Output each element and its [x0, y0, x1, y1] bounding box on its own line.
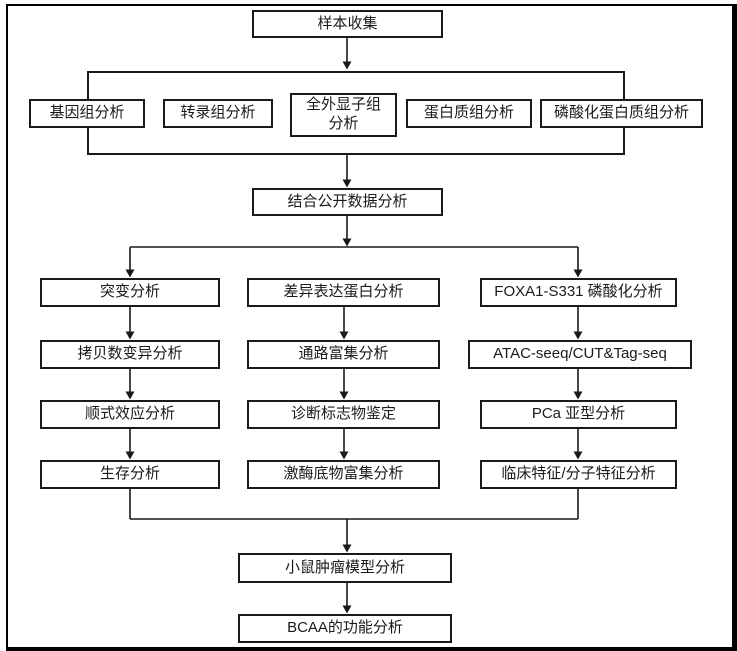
node-proteomics: 蛋白质组分析: [406, 99, 532, 128]
node-genomics: 基因组分析: [29, 99, 145, 128]
node-mutation-analysis: 突变分析: [40, 278, 220, 307]
node-survival-analysis: 生存分析: [40, 460, 220, 489]
node-kinase-substrate-enrichment: 激酶底物富集分析: [247, 460, 440, 489]
node-public-data: 结合公开数据分析: [252, 188, 443, 216]
node-pathway-enrichment: 通路富集分析: [247, 340, 440, 369]
node-differential-protein-analysis: 差异表达蛋白分析: [247, 278, 440, 307]
node-pca-subtype: PCa 亚型分析: [480, 400, 677, 429]
node-cnv-analysis: 拷贝数变异分析: [40, 340, 220, 369]
connector-lines: [125, 38, 583, 614]
node-transcriptomics: 转录组分析: [163, 99, 273, 128]
image-border: [6, 4, 737, 651]
node-foxa1-phosphorylation: FOXA1-S331 磷酸化分析: [480, 278, 677, 307]
node-diagnostic-marker: 诊断标志物鉴定: [247, 400, 440, 429]
node-bcaa-function: BCAA的功能分析: [238, 614, 452, 643]
node-phosphoproteomics: 磷酸化蛋白质组分析: [540, 99, 703, 128]
node-sample-collection: 样本收集: [252, 10, 443, 38]
node-cis-effect-analysis: 顺式效应分析: [40, 400, 220, 429]
node-atac-cut-tag: ATAC-seeq/CUT&Tag-seq: [468, 340, 692, 369]
node-whole-exome: 全外显子组 分析: [290, 93, 397, 137]
node-mouse-tumor-model: 小鼠肿瘤模型分析: [238, 553, 452, 583]
node-clinical-molecular-features: 临床特征/分子特征分析: [480, 460, 677, 489]
